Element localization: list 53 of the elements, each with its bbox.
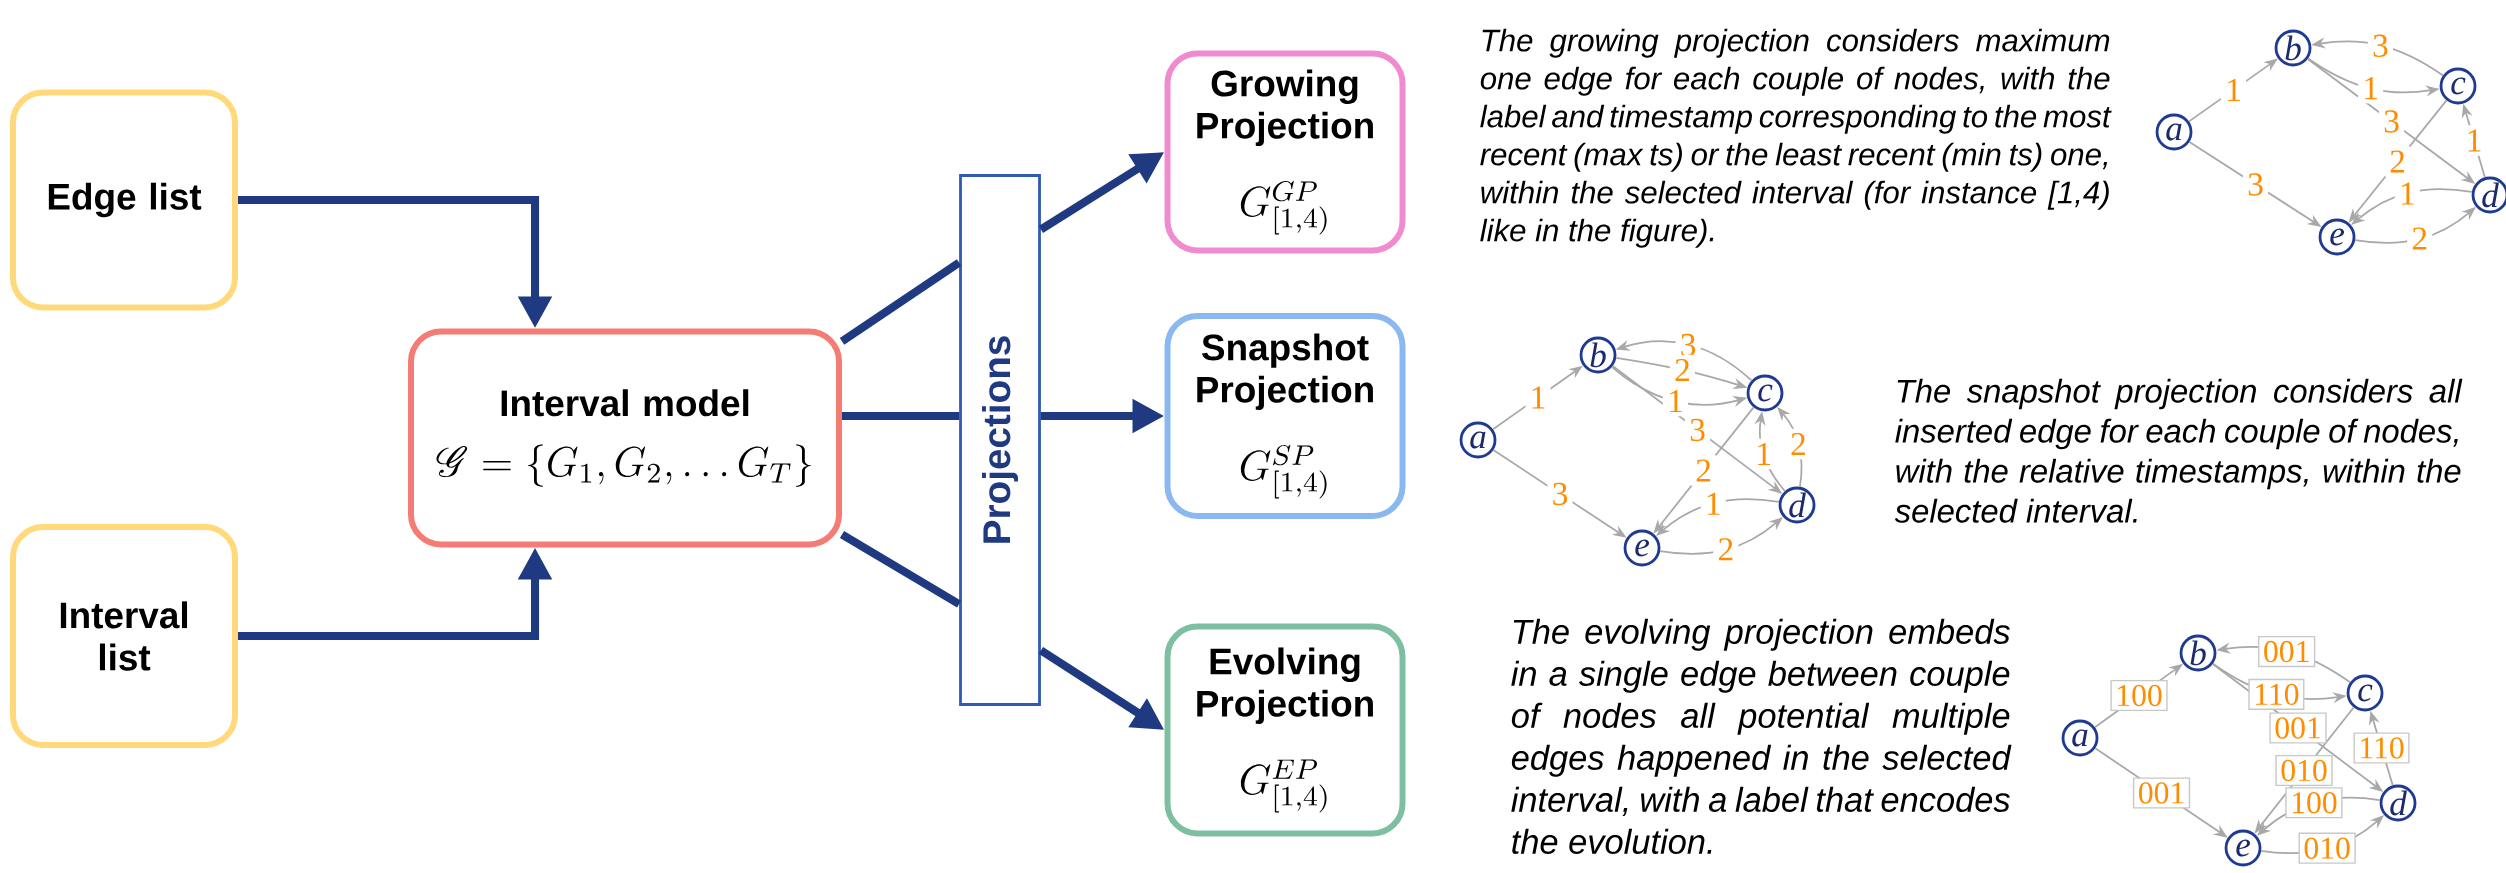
edge-label: 010 xyxy=(2298,832,2356,864)
edge-label: 1 xyxy=(1751,438,1777,470)
graph-node: b xyxy=(2274,29,2312,67)
graph-node: c xyxy=(1746,374,1784,412)
graph-node: b xyxy=(2179,634,2217,672)
graph-node: a xyxy=(2061,719,2099,757)
edge-label: 3 xyxy=(2242,169,2269,200)
projection-box: Snapshot Projection $G^{SP}_{[1,4)}$ xyxy=(1164,313,1406,519)
graph-node: e xyxy=(2318,218,2356,256)
description-text: The snapshot projection considers all inserted edge for each couple of nodes, with the relative timestamps, within the selected interval. xyxy=(1894,378,2463,523)
edge-label: 2 xyxy=(1690,455,1717,486)
edge-label: 001 xyxy=(2269,712,2327,744)
graph-node: a xyxy=(1459,421,1497,459)
graph-node: c xyxy=(2346,674,2384,712)
graph-node: d xyxy=(1778,486,1816,524)
projection-box: Growing Projection $G^{GP}_{[1,4)}$ xyxy=(1164,50,1406,254)
edge-label: 1 xyxy=(2358,72,2384,104)
projections-band: Projections xyxy=(959,174,1041,706)
edge-label: 1 xyxy=(1700,488,1726,519)
edge-label: 1 xyxy=(2220,74,2247,106)
edge-label: 001 xyxy=(2258,635,2316,668)
description-text: The growing projection considers maximum one edge for each couple of nodes, with the label and timestamp corresponding to the most recent (max ts) or the least recent (min ts) one, within the selected interval (for instance [1,4) like in the figure). xyxy=(1480,28,2112,248)
edge-label: 3 xyxy=(2378,106,2405,137)
edge-label: 100 xyxy=(2110,679,2168,712)
graph-node: e xyxy=(2224,829,2262,867)
graph-node: d xyxy=(2379,784,2417,822)
description-text: The evolving projection embeds in a single edge between couple of nodes all potential multiple edges happened in the selected interval, with a label that encodes the evolution. xyxy=(1511,618,2012,854)
edge-label: 1 xyxy=(2394,178,2420,209)
edge-label: 2 xyxy=(1713,533,1739,565)
edge-label: 110 xyxy=(2353,732,2410,764)
edge-label: 110 xyxy=(2248,678,2305,710)
edge-label: 1 xyxy=(2461,125,2487,156)
graph-node: a xyxy=(2155,113,2193,151)
graph-node: d xyxy=(2471,176,2506,214)
edge-label: 2 xyxy=(2385,146,2411,177)
edge-label: 100 xyxy=(2285,787,2343,819)
graph-node: e xyxy=(1623,529,1661,567)
edge-label: 2 xyxy=(2407,223,2433,254)
model-box: Interval model $\mathscr{G} = \{G_1, G_2, \ldots G_T\}$ xyxy=(408,328,842,548)
edge-label: 3 xyxy=(1684,414,1711,446)
edge-label: 3 xyxy=(2367,30,2393,62)
projection-box: Evolving Projection $G^{EP}_{[1,4)}$ xyxy=(1164,623,1406,837)
edge-label: 3 xyxy=(1547,478,1573,510)
input-box: Interval list xyxy=(10,524,238,748)
edge-label: 2 xyxy=(1785,428,1811,460)
edge-label: 001 xyxy=(2132,777,2191,809)
edge-label: 1 xyxy=(1662,385,1688,417)
graph-node: b xyxy=(1579,336,1617,374)
edge-label: 1 xyxy=(1525,382,1551,413)
input-box: Edge list xyxy=(10,89,238,311)
edge-label: 010 xyxy=(2275,754,2333,787)
edge-label: 2 xyxy=(1669,354,1695,386)
graph-node: c xyxy=(2439,67,2477,105)
